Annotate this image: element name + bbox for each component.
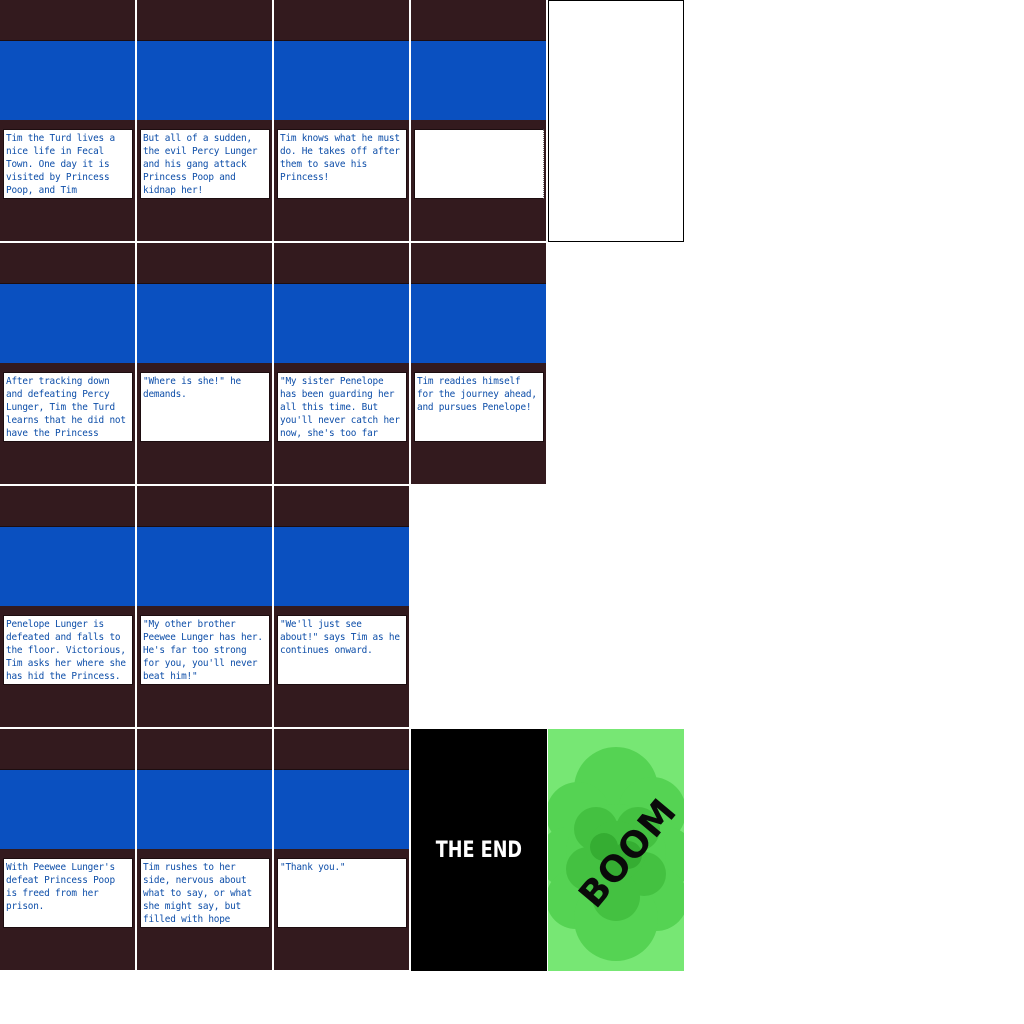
panel-sky xyxy=(137,284,272,363)
panel-sky xyxy=(137,527,272,606)
panel-top-bar xyxy=(0,486,135,527)
caption-box-3: Tim knows what he must do. He takes off … xyxy=(277,129,407,199)
caption-box-12: With Peewee Lunger's defeat Princess Poo… xyxy=(3,858,133,928)
caption-box-13: Tim rushes to her side, nervous about wh… xyxy=(140,858,270,928)
story-panel-13: Tim rushes to her side, nervous about wh… xyxy=(137,729,273,971)
panel-sky xyxy=(0,527,135,606)
panel-top-bar xyxy=(274,729,409,770)
caption-box-2: But all of a sudden, the evil Percy Lung… xyxy=(140,129,270,199)
panel-sky xyxy=(0,284,135,363)
panel-sky xyxy=(0,41,135,120)
panel-top-bar xyxy=(137,0,272,41)
the-end-label: THE END xyxy=(435,837,523,863)
panel-sky xyxy=(274,527,409,606)
panel-sky xyxy=(411,41,546,120)
explosion-cloud-icon xyxy=(548,747,684,961)
caption-box-1: Tim the Turd lives a nice life in Fecal … xyxy=(3,129,133,199)
panel-sky xyxy=(137,41,272,120)
story-panel-7: "My sister Penelope has been guarding he… xyxy=(274,243,410,485)
panel-sky xyxy=(411,284,546,363)
story-panel-4 xyxy=(411,0,547,242)
panel-top-bar xyxy=(274,486,409,527)
caption-box-11: "We'll just see about!" says Tim as he c… xyxy=(277,615,407,685)
the-end-card: THE END xyxy=(411,729,547,971)
panel-sky xyxy=(0,770,135,849)
story-panel-1: Tim the Turd lives a nice life in Fecal … xyxy=(0,0,136,242)
caption-box-6: "Where is she!" he demands. xyxy=(140,372,270,442)
panel-top-bar xyxy=(274,243,409,284)
caption-box-14: "Thank you." xyxy=(277,858,407,928)
caption-box-10: "My other brother Peewee Lunger has her.… xyxy=(140,615,270,685)
caption-box-9: Penelope Lunger is defeated and falls to… xyxy=(3,615,133,685)
panel-top-bar xyxy=(0,729,135,770)
story-panel-2: But all of a sudden, the evil Percy Lung… xyxy=(137,0,273,242)
story-panel-11: "We'll just see about!" says Tim as he c… xyxy=(274,486,410,728)
story-panel-12: With Peewee Lunger's defeat Princess Poo… xyxy=(0,729,136,971)
panel-top-bar xyxy=(411,243,546,284)
panel-sky xyxy=(274,770,409,849)
story-panel-14: "Thank you." xyxy=(274,729,410,971)
panel-top-bar xyxy=(0,243,135,284)
panel-sky xyxy=(274,284,409,363)
boom-card: BOOM xyxy=(548,729,684,971)
panel-top-bar xyxy=(274,0,409,41)
story-panel-8: Tim readies himself for the journey ahea… xyxy=(411,243,547,485)
panel-top-bar xyxy=(0,0,135,41)
panel-top-bar xyxy=(137,729,272,770)
panel-sky xyxy=(274,41,409,120)
panel-top-bar xyxy=(411,0,546,41)
panel-top-bar xyxy=(137,243,272,284)
caption-box-7: "My sister Penelope has been guarding he… xyxy=(277,372,407,442)
panel-sky xyxy=(137,770,272,849)
blank-card xyxy=(548,0,684,242)
caption-box-4 xyxy=(414,129,544,199)
caption-box-5: After tracking down and defeating Percy … xyxy=(3,372,133,442)
story-panel-6: "Where is she!" he demands. xyxy=(137,243,273,485)
caption-box-8: Tim readies himself for the journey ahea… xyxy=(414,372,544,442)
story-panel-9: Penelope Lunger is defeated and falls to… xyxy=(0,486,136,728)
story-panel-5: After tracking down and defeating Percy … xyxy=(0,243,136,485)
panel-top-bar xyxy=(137,486,272,527)
story-panel-10: "My other brother Peewee Lunger has her.… xyxy=(137,486,273,728)
story-panel-3: Tim knows what he must do. He takes off … xyxy=(274,0,410,242)
